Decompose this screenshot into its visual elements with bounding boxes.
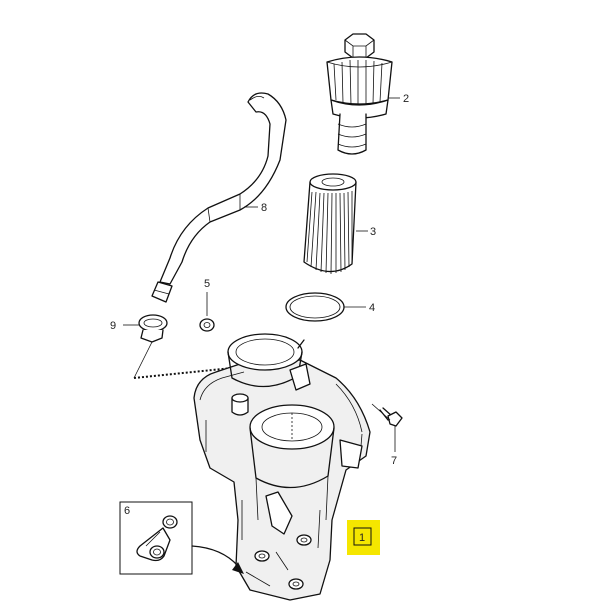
assembly-path-leader [133,341,153,379]
part-o-ring[interactable] [285,292,345,322]
part-gasket[interactable] [136,515,178,562]
callout-7: 7 [391,455,397,467]
assembly-path-dotted [133,367,233,379]
detail-box-gasket: 6 [119,501,193,575]
callout-8: 8 [261,202,267,214]
callout-4: 4 [369,302,375,314]
callout-6: 6 [124,505,130,517]
callout-5: 5 [204,278,210,290]
pointer-arrow [191,545,244,574]
part-oil-filter-housing[interactable] [193,333,371,601]
callout-1-badge: 1 [347,520,380,555]
callout-3: 3 [370,226,376,238]
callout-2: 2 [403,93,409,105]
part-breather-hose[interactable] [151,92,287,303]
part-oil-filter-cap[interactable] [326,33,393,155]
callout-9: 9 [110,320,116,332]
part-hose-clamp[interactable] [138,314,168,343]
part-bolt[interactable] [371,403,403,427]
callout-1: 1 [359,532,365,544]
part-seal-ring[interactable] [199,318,215,332]
part-oil-filter-element[interactable] [303,173,357,275]
